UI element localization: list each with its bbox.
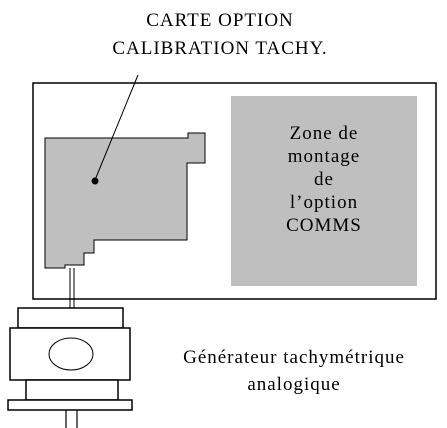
zone-text-line4: l’option xyxy=(289,192,359,213)
tacho-calibration-card xyxy=(44,132,206,269)
zone-text-line2: montage xyxy=(287,146,361,167)
drive-panel-outline xyxy=(32,82,437,300)
generator-label-line2: analogique xyxy=(247,374,341,395)
comms-mounting-zone xyxy=(231,96,417,286)
generator-window xyxy=(48,337,94,371)
zone-text-line3: de xyxy=(314,169,334,190)
zone-text-line5: COMMS xyxy=(286,215,362,236)
generator-lower-band xyxy=(25,379,119,401)
tacho-generator xyxy=(7,307,133,428)
card-title-line2: CALIBRATION TACHY. xyxy=(112,38,328,59)
generator-flange xyxy=(7,399,133,411)
card-title-line1: CARTE OPTION xyxy=(146,10,294,31)
generator-label-line1: Générateur tachymétrique xyxy=(183,347,405,368)
zone-text-line1: Zone de xyxy=(289,123,359,144)
card-leader-dot xyxy=(91,177,99,185)
card-leader-line xyxy=(94,74,139,181)
generator-top-cap xyxy=(17,307,124,329)
